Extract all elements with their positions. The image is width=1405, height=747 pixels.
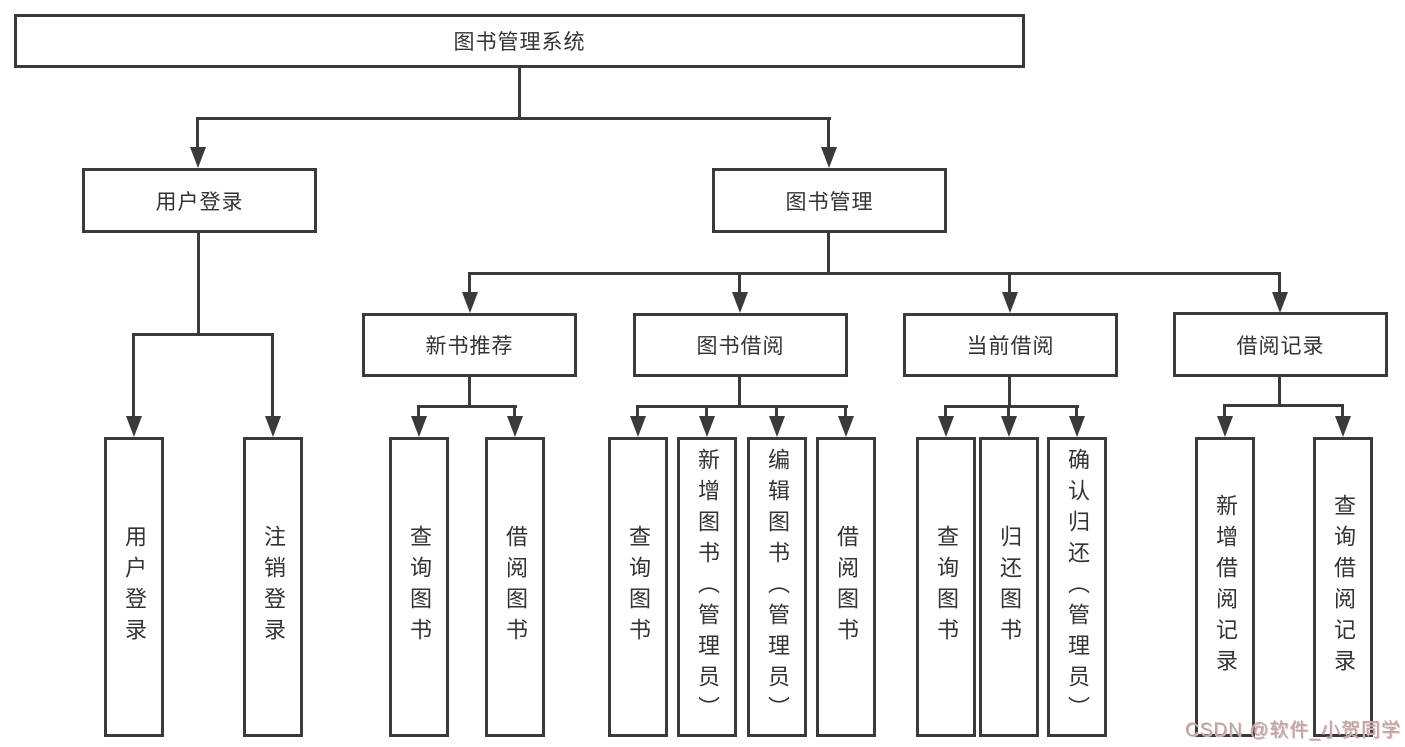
connector-newbook-stem	[468, 272, 471, 295]
connector-leaf1-stem	[132, 333, 135, 419]
connector-bookborrow-hbar	[636, 405, 848, 408]
leaf-add-book-admin-label: 新增图书（管理员）	[695, 447, 720, 727]
leaf-return-book-label: 归还图书	[997, 525, 1022, 649]
connector-root-stem	[518, 68, 521, 120]
node-book-borrow-label: 图书借阅	[696, 335, 785, 358]
leaf-query-borrow-record-label: 查询借阅记录	[1331, 494, 1356, 680]
connector-leaf13-stem	[1341, 404, 1344, 420]
arrow-to-new-book-recommend	[462, 292, 478, 313]
arrow-to-leaf-add-borrow-record	[1217, 416, 1233, 437]
node-borrow-records: 借阅记录	[1173, 312, 1388, 377]
leaf-add-book-admin: 新增图书（管理员）	[677, 437, 737, 737]
arrow-to-leaf-user-login	[126, 416, 142, 437]
connector-leaf5-stem	[636, 405, 639, 420]
leaf-edit-book-admin: 编辑图书（管理员）	[747, 437, 807, 737]
node-user-login-label: 用户登录	[155, 190, 244, 214]
leaf-user-login-label: 用户登录	[122, 525, 147, 649]
connector-leaf4-stem	[513, 405, 516, 420]
node-current-borrow: 当前借阅	[903, 313, 1118, 377]
connector-leaf2-stem	[271, 333, 274, 419]
leaf-query-book-3: 查询图书	[916, 437, 976, 737]
connector-borrowrecords-down	[1278, 377, 1281, 407]
connector-leaf12-stem	[1223, 404, 1226, 420]
arrow-to-user-login	[190, 147, 206, 168]
leaf-confirm-return-admin-label: 确认归还（管理员）	[1065, 447, 1090, 727]
arrow-to-leaf-query-borrow-record	[1335, 416, 1351, 437]
node-root-label: 图书管理系统	[453, 31, 586, 54]
connector-leaf9-stem	[944, 405, 947, 420]
node-book-management: 图书管理	[712, 168, 947, 233]
node-current-borrow-label: 当前借阅	[966, 335, 1055, 358]
leaf-borrow-book-1-label: 借阅图书	[503, 525, 528, 649]
connector-currentborrow-stem	[1008, 272, 1011, 295]
connector-leaf3-stem	[417, 405, 420, 420]
connector-bookborrow-stem	[738, 272, 741, 295]
node-borrow-records-label: 借阅记录	[1236, 334, 1325, 358]
node-new-book-recommend: 新书推荐	[362, 313, 577, 377]
leaf-query-book-2-label: 查询图书	[626, 525, 651, 649]
arrow-to-leaf-add-book	[699, 416, 715, 437]
connector-borrowrecords-hbar	[1223, 404, 1344, 407]
connector-userlogin-down	[197, 233, 200, 336]
leaf-borrow-book-1: 借阅图书	[485, 437, 545, 737]
connector-currentborrow-hbar	[944, 405, 1079, 408]
connector-borrowrecords-stem	[1278, 272, 1281, 295]
connector-bookmgmt-down	[827, 233, 830, 275]
node-book-borrow: 图书借阅	[633, 313, 848, 377]
arrow-to-book-management	[821, 147, 837, 168]
connector-bookmgmt-hbar	[468, 272, 1281, 275]
arrow-to-leaf-query-book-2	[630, 416, 646, 437]
connector-root-hbar	[196, 117, 831, 120]
node-user-login: 用户登录	[82, 168, 317, 233]
leaf-borrow-book-2-label: 借阅图书	[834, 525, 859, 649]
leaf-return-book: 归还图书	[979, 437, 1039, 737]
connector-currentborrow-down	[1008, 377, 1011, 408]
arrow-to-leaf-query-book-1	[411, 416, 427, 437]
node-book-management-label: 图书管理	[785, 190, 874, 214]
arrow-to-current-borrow	[1002, 292, 1018, 313]
connector-leaf6-stem	[705, 405, 708, 420]
leaf-user-login: 用户登录	[104, 437, 164, 737]
arrow-to-leaf-borrow-book-1	[507, 416, 523, 437]
connector-leaf10-stem	[1007, 405, 1010, 420]
connector-userlogin-stem	[196, 117, 199, 151]
node-root-library-system: 图书管理系统	[14, 14, 1025, 68]
connector-leaf11-stem	[1075, 405, 1078, 420]
connector-newbook-down	[468, 377, 471, 408]
leaf-add-borrow-record: 新增借阅记录	[1195, 437, 1255, 737]
connector-newbook-hbar	[417, 405, 517, 408]
connector-leaf8-stem	[844, 405, 847, 420]
connector-userlogin-hbar	[132, 333, 274, 336]
arrow-to-leaf-logout	[265, 416, 281, 437]
leaf-query-book-1-label: 查询图书	[407, 525, 432, 649]
leaf-add-borrow-record-label: 新增借阅记录	[1213, 494, 1238, 680]
leaf-borrow-book-2: 借阅图书	[816, 437, 876, 737]
arrow-to-leaf-borrow-book-2	[838, 416, 854, 437]
leaf-query-borrow-record: 查询借阅记录	[1313, 437, 1373, 737]
leaf-query-book-1: 查询图书	[389, 437, 449, 737]
leaf-edit-book-admin-label: 编辑图书（管理员）	[765, 447, 790, 727]
leaf-logout-label: 注销登录	[261, 525, 286, 649]
arrow-to-leaf-return-book	[1001, 416, 1017, 437]
connector-bookmgmt-stem	[827, 117, 830, 151]
leaf-confirm-return-admin: 确认归还（管理员）	[1047, 437, 1107, 737]
arrow-to-book-borrow	[732, 292, 748, 313]
leaf-query-book-2: 查询图书	[608, 437, 668, 737]
connector-bookborrow-down	[738, 377, 741, 408]
arrow-to-leaf-confirm-return	[1069, 416, 1085, 437]
arrow-to-leaf-query-book-3	[938, 416, 954, 437]
leaf-logout: 注销登录	[243, 437, 303, 737]
arrow-to-borrow-records	[1272, 292, 1288, 313]
arrow-to-leaf-edit-book	[769, 416, 785, 437]
connector-leaf7-stem	[775, 405, 778, 420]
watermark-csdn: CSDN @软件_小贺同学	[1185, 720, 1401, 741]
leaf-query-book-3-label: 查询图书	[934, 525, 959, 649]
node-new-book-recommend-label: 新书推荐	[425, 335, 514, 358]
